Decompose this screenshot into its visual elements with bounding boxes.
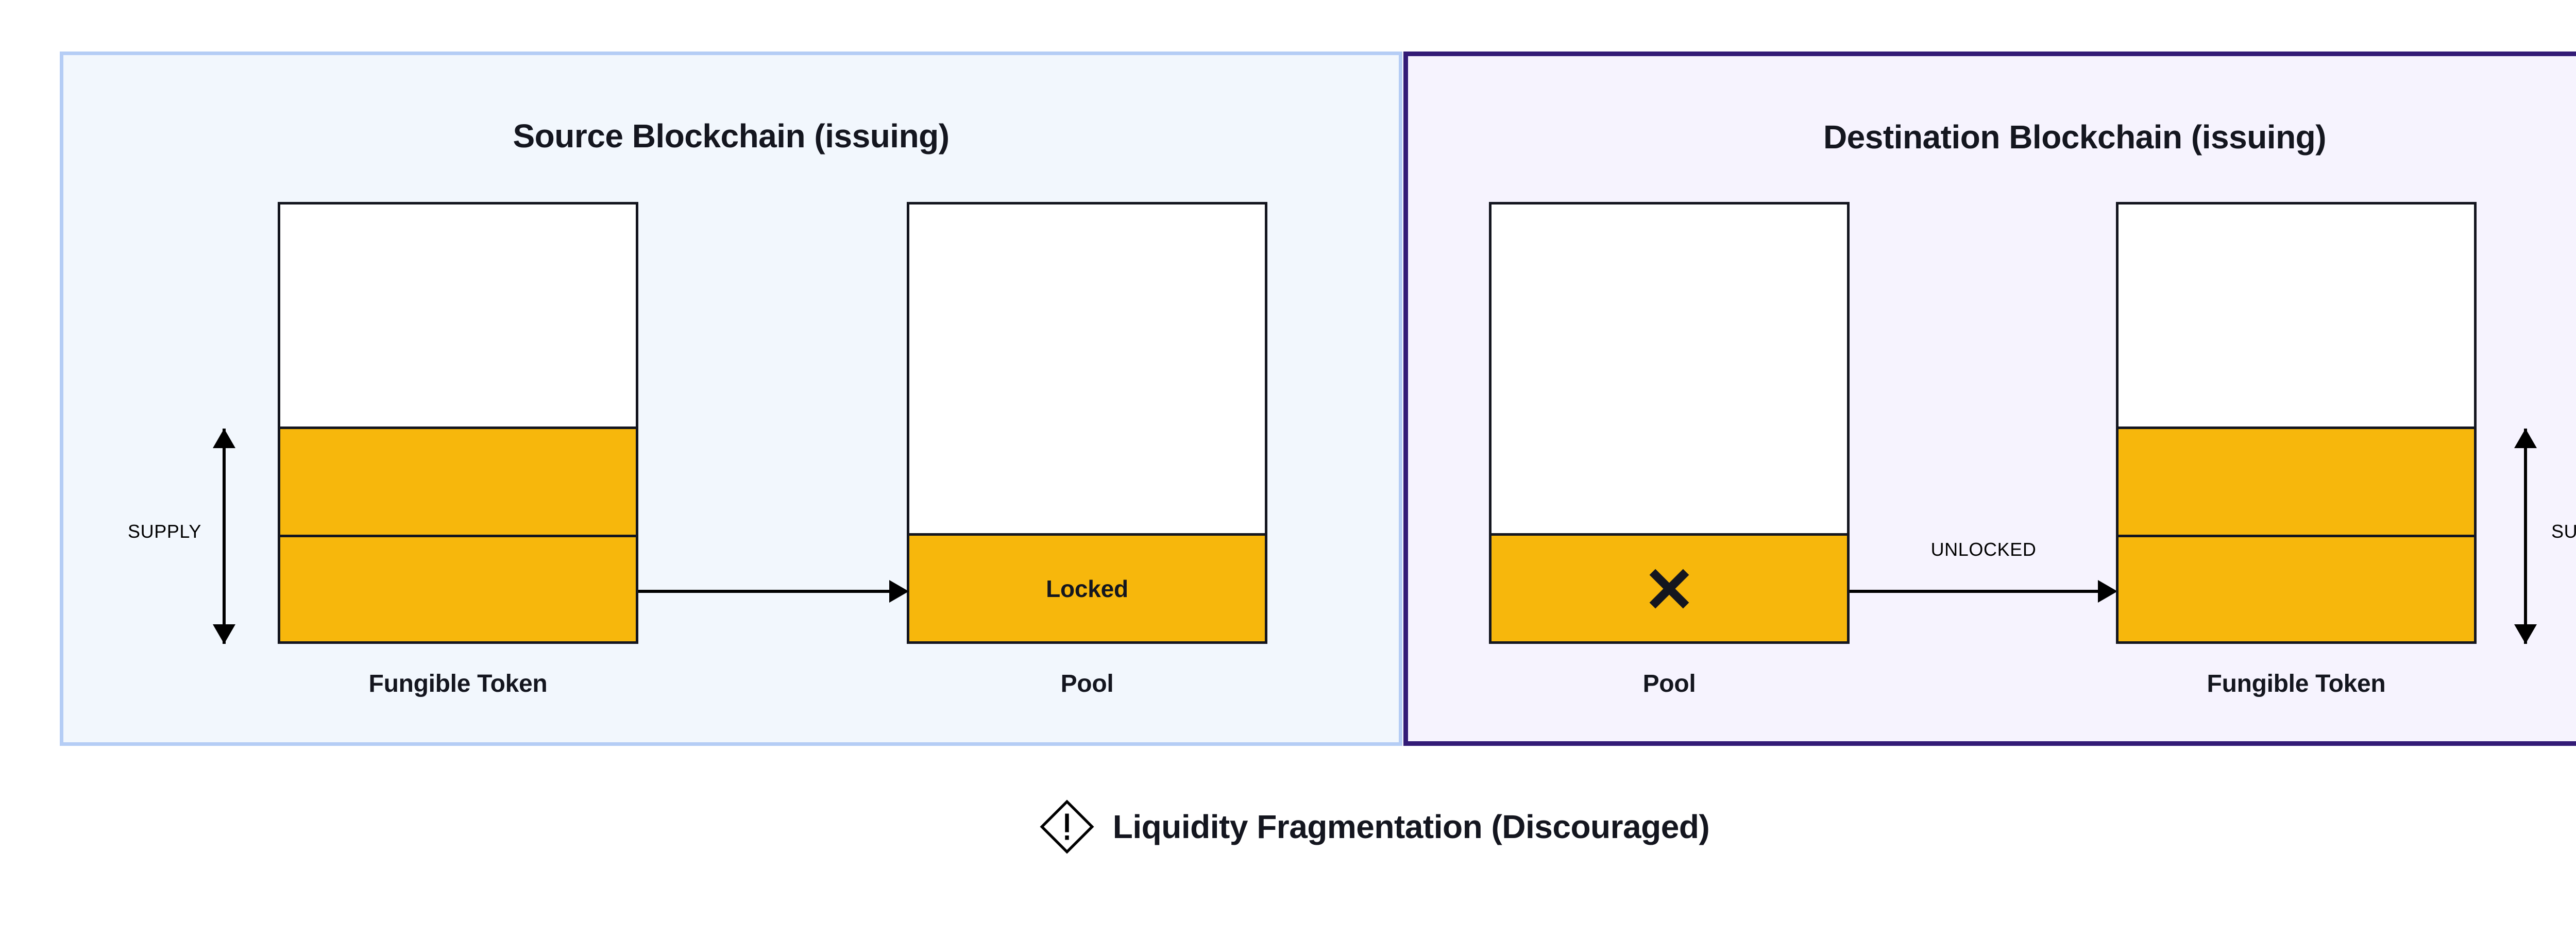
arrow-unlocked-label: UNLOCKED	[1930, 539, 2037, 560]
arrow-unlock-line	[1850, 590, 2098, 593]
supply-arrow-destination-icon	[2510, 429, 2541, 644]
supply-arrow-head-up-icon	[213, 429, 235, 448]
caption-source-pool: Pool	[1060, 670, 1114, 697]
caption-destination-pool: Pool	[1642, 670, 1696, 697]
supply-arrow-head-down-icon	[2514, 624, 2537, 644]
footer-text: Liquidity Fragmentation (Discouraged)	[1112, 808, 1710, 845]
bar-destination-fungible-token	[2116, 202, 2477, 644]
supply-arrow-head-down-icon	[213, 624, 235, 644]
caption-destination-fungible-token: Fungible Token	[2207, 670, 2386, 697]
supply-label-source: SUPPLY	[128, 521, 201, 542]
x-mark-icon	[1649, 569, 1689, 608]
segment-filled-upper	[2119, 427, 2474, 535]
panel-destination-title: Destination Blockchain (issuing)	[1823, 118, 2327, 156]
segment-unfilled	[280, 204, 636, 427]
footer-caption: Liquidity Fragmentation (Discouraged)	[0, 799, 2576, 854]
segment-unfilled	[1492, 204, 1847, 533]
supply-arrow-source-icon	[209, 429, 240, 644]
arrow-lock-line	[638, 590, 889, 593]
segment-filled-upper	[280, 427, 636, 535]
segment-unfilled	[2119, 204, 2474, 427]
caption-source-fungible-token: Fungible Token	[368, 670, 548, 697]
segment-locked: Locked	[909, 533, 1265, 641]
segment-blocked	[1492, 533, 1847, 641]
supply-arrow-line	[2524, 429, 2527, 644]
segment-locked-label: Locked	[1046, 575, 1128, 602]
segment-unfilled	[909, 204, 1265, 533]
bar-destination-pool	[1489, 202, 1850, 644]
panel-source-title: Source Blockchain (issuing)	[513, 117, 950, 155]
supply-arrow-line	[223, 429, 226, 644]
arrow-lock	[638, 576, 909, 607]
arrow-lock-head-icon	[889, 580, 909, 603]
supply-label-destination: SUPPLY	[2551, 521, 2576, 542]
bar-source-fungible-token	[278, 202, 638, 644]
bar-source-pool: Locked	[907, 202, 1267, 644]
arrow-unlock-head-icon	[2098, 580, 2117, 603]
warning-diamond-icon	[1040, 799, 1094, 854]
arrow-unlock	[1850, 576, 2117, 607]
segment-filled-lower	[280, 535, 636, 641]
supply-arrow-head-up-icon	[2514, 429, 2537, 448]
segment-filled-lower	[2119, 535, 2474, 641]
